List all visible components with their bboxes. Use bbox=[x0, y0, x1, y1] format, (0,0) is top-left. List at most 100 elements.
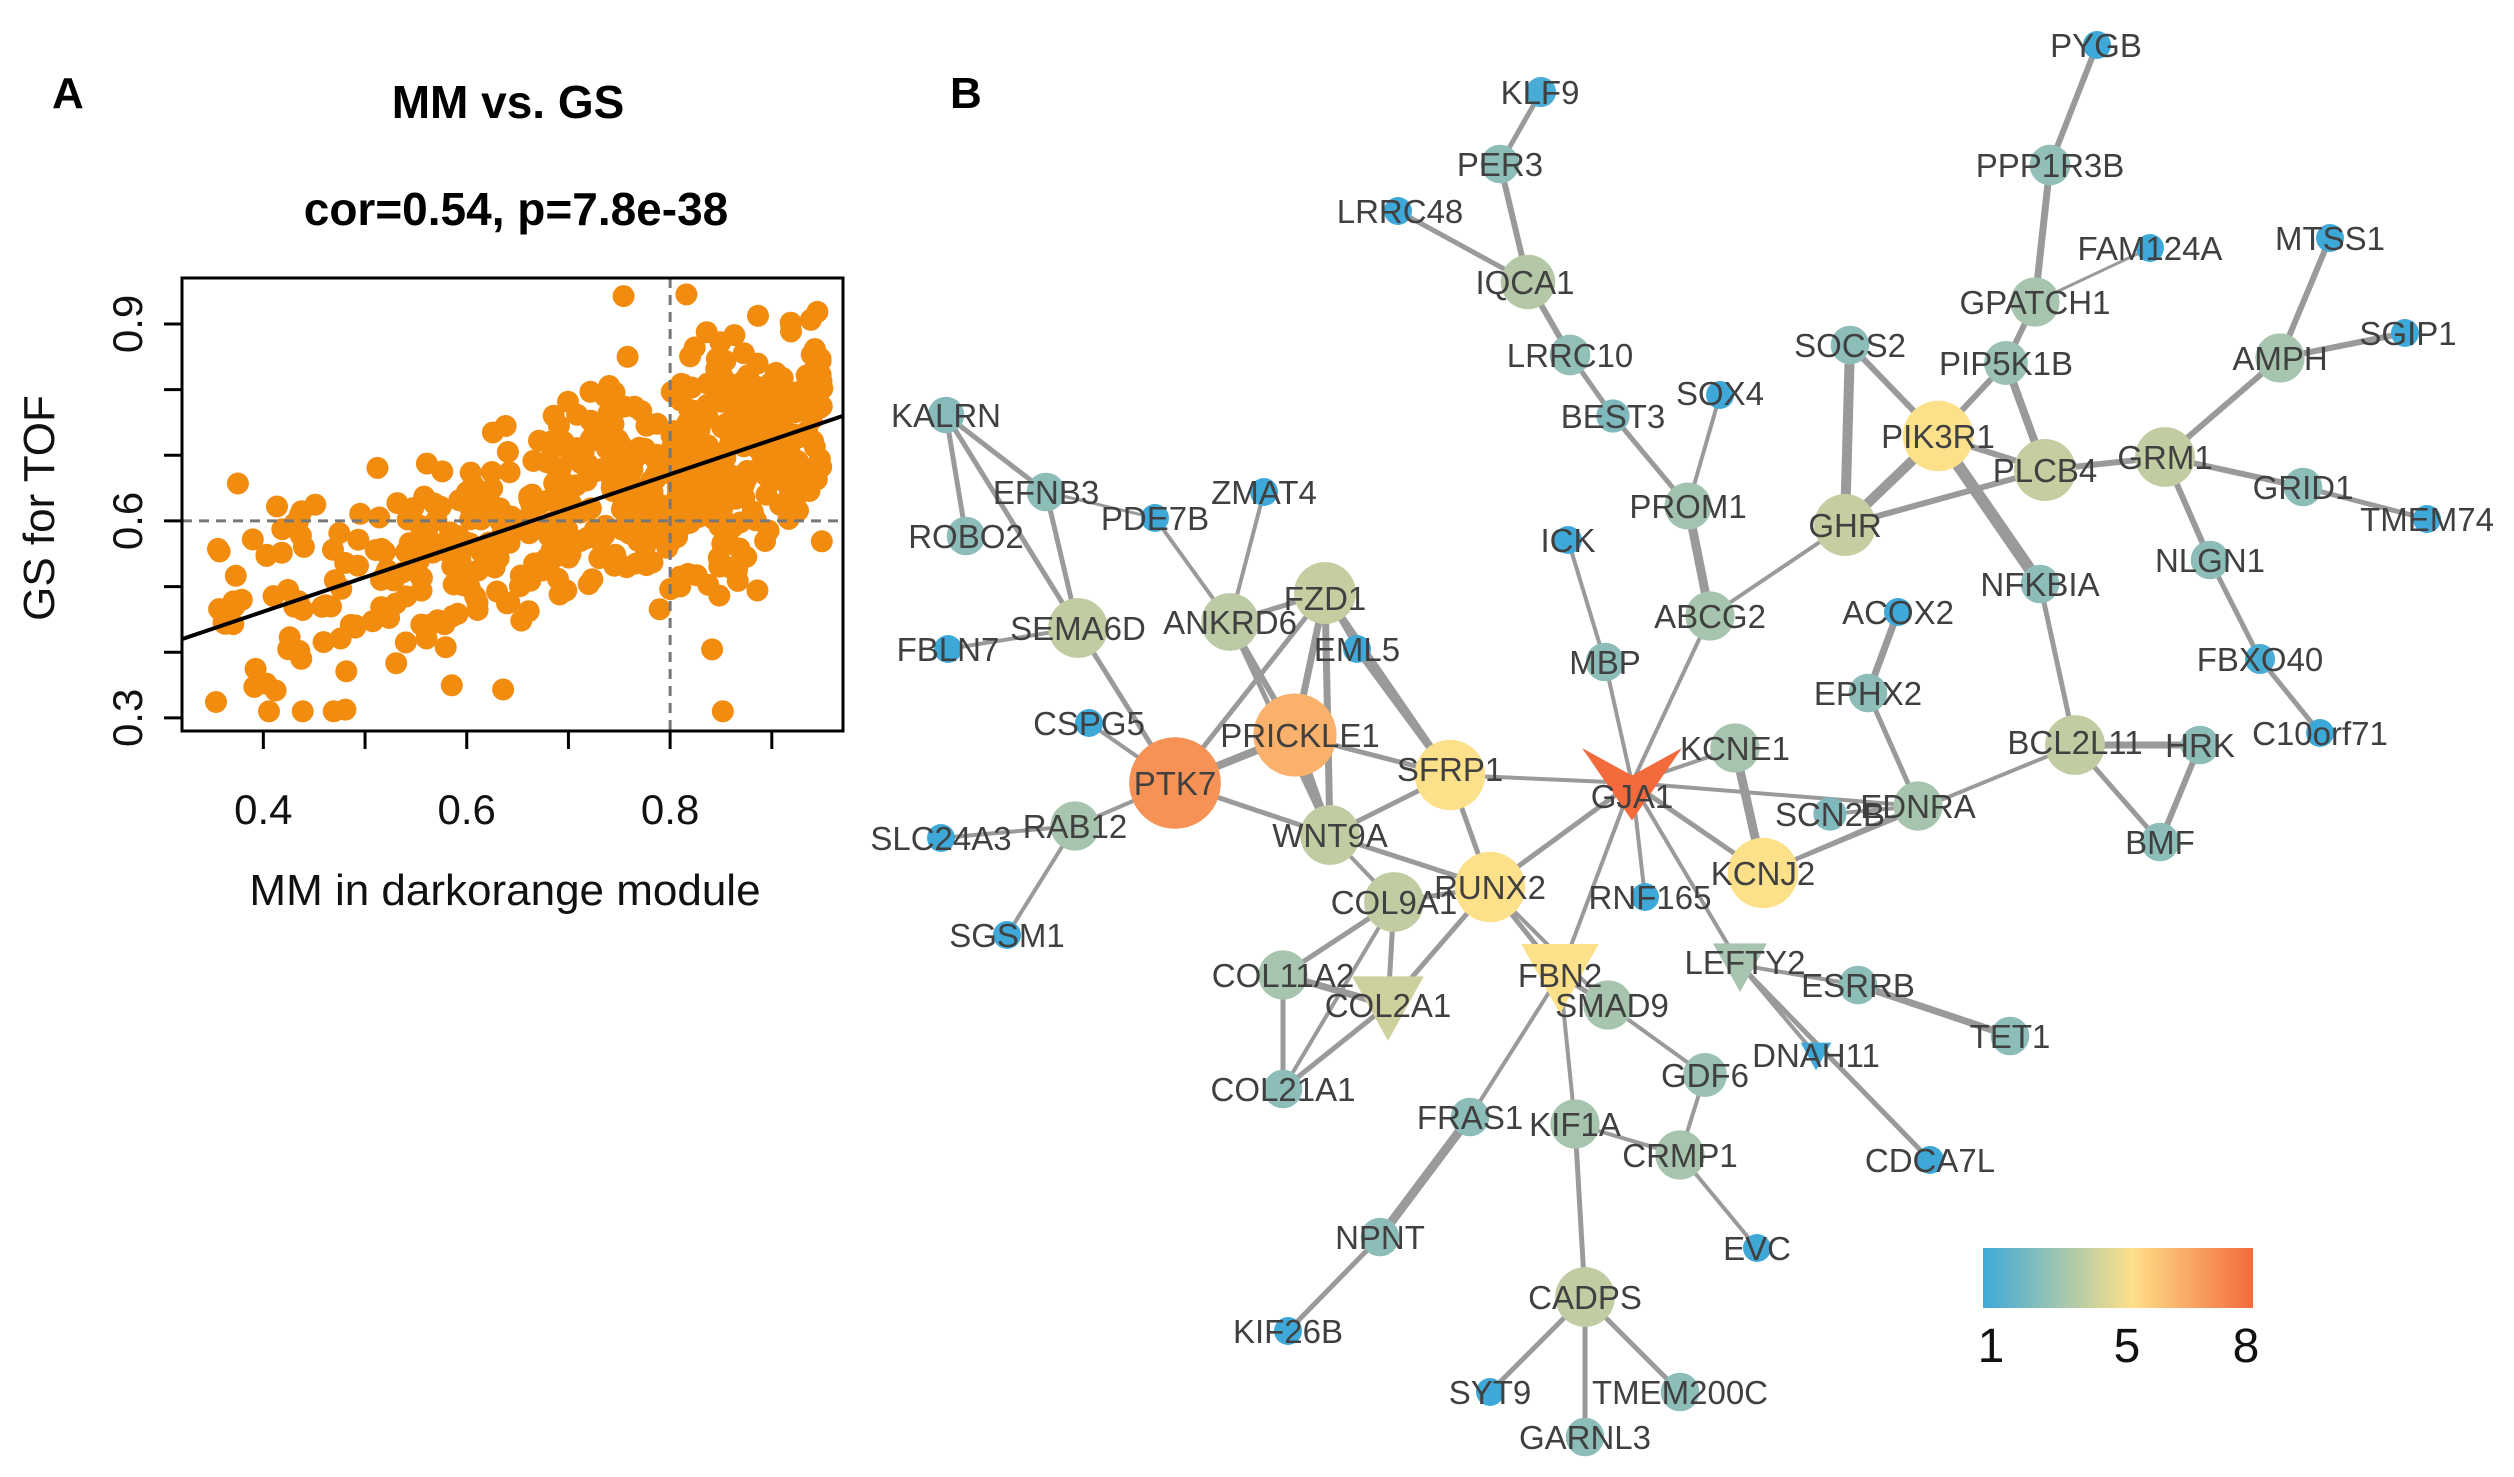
scatter-point bbox=[270, 541, 293, 564]
node-label: EVC bbox=[1723, 1230, 1791, 1267]
network-node bbox=[2014, 439, 2076, 501]
scatter-point bbox=[481, 421, 504, 444]
node-label: COL2A1 bbox=[1325, 987, 1452, 1024]
scatter-point bbox=[370, 596, 393, 619]
scatter-point bbox=[541, 547, 564, 570]
network-node bbox=[1582, 748, 1682, 821]
network-node bbox=[1075, 709, 1103, 737]
node-label: GDF6 bbox=[1661, 1057, 1749, 1094]
scatter-point bbox=[612, 285, 635, 308]
scatter-point bbox=[483, 556, 506, 579]
scatter-point bbox=[496, 592, 518, 615]
fit-line bbox=[181, 413, 844, 641]
scatter-point bbox=[446, 602, 469, 625]
node-label: BMF bbox=[2125, 824, 2195, 861]
node-label: COL11A2 bbox=[1212, 957, 1354, 994]
node-label: IQCA1 bbox=[1475, 264, 1574, 301]
panel-b-letter: B bbox=[950, 69, 982, 118]
network-node bbox=[1902, 400, 1974, 472]
scatter-point bbox=[746, 579, 769, 602]
network-edge bbox=[1630, 781, 1742, 967]
scatter-point bbox=[328, 522, 351, 545]
scatter-point bbox=[347, 528, 370, 551]
y-axis-ticks: 0.30.60.9 bbox=[104, 295, 182, 747]
network-edge bbox=[2300, 484, 2430, 522]
node-label: PER3 bbox=[1457, 146, 1543, 183]
scatter-point bbox=[224, 564, 247, 587]
scatter-point bbox=[291, 700, 314, 723]
network-node bbox=[1549, 334, 1591, 376]
node-label: BCL2L11 bbox=[2007, 724, 2142, 761]
scatter-point bbox=[410, 613, 433, 636]
scatter-point bbox=[523, 552, 546, 575]
node-label: LRRC10 bbox=[1507, 337, 1634, 374]
network-node bbox=[2180, 725, 2220, 765]
scatter-point bbox=[241, 528, 264, 551]
node-label: PRICKLE1 bbox=[1220, 717, 1380, 754]
y-axis-label: GS for TOF bbox=[15, 395, 64, 621]
network-node bbox=[1813, 797, 1847, 831]
node-label: RUNX2 bbox=[1434, 869, 1546, 906]
network-node bbox=[1884, 598, 1912, 626]
scatter-point bbox=[726, 393, 749, 416]
network-node bbox=[1263, 1069, 1303, 1109]
node-label: PIP5K1B bbox=[1939, 345, 2073, 382]
x-tick-label: 0.6 bbox=[438, 786, 496, 833]
network-node bbox=[1660, 1372, 1700, 1412]
network-node bbox=[1550, 1099, 1600, 1149]
node-label: WNT9A bbox=[1272, 817, 1388, 854]
scatter-point bbox=[641, 551, 664, 574]
scatter-point bbox=[517, 600, 540, 623]
x-axis-label: MM in darkorange module bbox=[249, 866, 760, 915]
node-label: PPP1R3B bbox=[1976, 147, 2125, 184]
network-node bbox=[2020, 564, 2060, 604]
node-label: PTK7 bbox=[1134, 765, 1217, 802]
scatter-point bbox=[312, 631, 335, 654]
scatter-point bbox=[258, 700, 280, 723]
node-label: SOX4 bbox=[1676, 375, 1764, 412]
x-tick-label: 0.8 bbox=[641, 786, 699, 833]
network-node bbox=[2083, 31, 2111, 59]
node-label: SEMA6D bbox=[1010, 610, 1146, 647]
network-node bbox=[1585, 642, 1625, 682]
scatter-point bbox=[434, 636, 457, 659]
scatter-point bbox=[799, 308, 822, 331]
network-edge bbox=[1468, 973, 1562, 1119]
network-node bbox=[1830, 325, 1870, 365]
scatter-point bbox=[205, 691, 227, 713]
network-node bbox=[1631, 883, 1659, 911]
node-label: ANKRD6 bbox=[1163, 604, 1297, 641]
scatter-points bbox=[205, 283, 834, 723]
scatter-point bbox=[644, 448, 667, 471]
network-node bbox=[2244, 643, 2276, 675]
scatter-point bbox=[548, 583, 571, 606]
network-node bbox=[1990, 1016, 2030, 1056]
scatter-point bbox=[708, 555, 731, 578]
network-node bbox=[1565, 1417, 1605, 1457]
scatter-point bbox=[638, 496, 660, 519]
network-edge bbox=[943, 412, 969, 539]
network-node bbox=[1710, 723, 1760, 773]
scatter-point bbox=[292, 535, 315, 558]
network-node bbox=[1343, 635, 1371, 663]
scatter-point bbox=[278, 626, 301, 649]
network-node bbox=[1554, 526, 1582, 554]
scatter-point bbox=[492, 678, 515, 701]
scatter-point bbox=[604, 546, 627, 569]
scatter-point bbox=[415, 452, 438, 475]
scatter-point bbox=[708, 584, 731, 607]
network-node bbox=[2316, 224, 2344, 252]
network-edge bbox=[1738, 963, 1860, 987]
network-node bbox=[1743, 1234, 1771, 1262]
network-node bbox=[1026, 472, 1066, 512]
scatter-point bbox=[583, 429, 605, 452]
scatter-point bbox=[701, 638, 724, 661]
node-label: AMPH bbox=[2232, 340, 2327, 377]
network-node bbox=[2391, 319, 2419, 347]
network-node bbox=[2029, 144, 2071, 186]
node-label: RAB12 bbox=[1023, 808, 1128, 845]
scatter-point bbox=[680, 376, 703, 399]
network-edge bbox=[1281, 900, 1396, 1091]
node-label: ROBO2 bbox=[908, 518, 1024, 555]
scatter-point bbox=[702, 507, 724, 530]
